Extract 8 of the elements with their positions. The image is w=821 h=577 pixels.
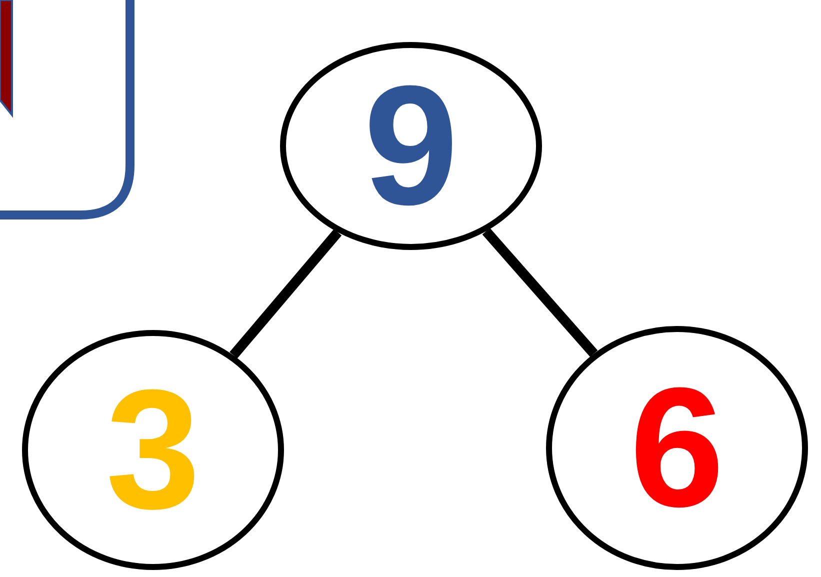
number: 3 (106, 365, 200, 535)
number: 9 (364, 61, 458, 231)
number-circle (280, 42, 542, 250)
number: 6 (630, 363, 724, 533)
connector-line (482, 228, 598, 357)
number-circle (22, 330, 284, 570)
connector-line (230, 229, 342, 358)
number-circle (546, 326, 808, 570)
